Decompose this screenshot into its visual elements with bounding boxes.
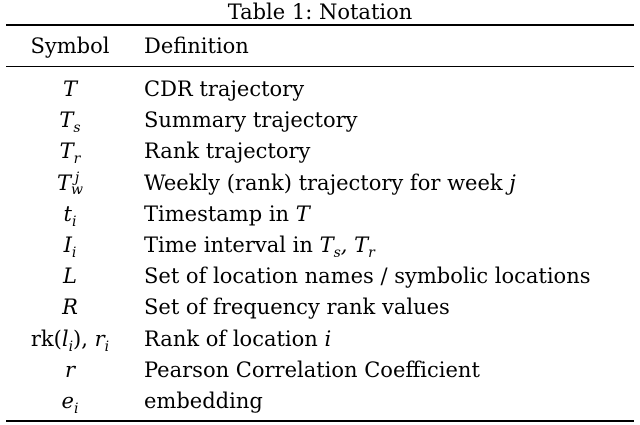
table-row: L Set of location names / symbolic locat… (0, 261, 640, 292)
symbol-cell: ti (63, 201, 77, 230)
header-rule (6, 66, 634, 67)
header-definition: Definition (144, 34, 249, 58)
symbol-cell: R (62, 295, 78, 320)
table-body: T CDR trajectory Ts Summary trajectory T… (0, 74, 640, 417)
table-row: Ts Summary trajectory (0, 105, 640, 136)
definition-cell: CDR trajectory (144, 77, 305, 101)
bottom-rule (6, 420, 634, 422)
top-rule (6, 24, 634, 26)
definition-cell: Summary trajectory (144, 108, 358, 133)
symbol-cell: r (64, 357, 76, 382)
math-ts-tr: Ts, Tr (319, 232, 375, 262)
definition-cell: Time interval in Ts, Tr (144, 232, 375, 262)
table-row: ei embedding (0, 386, 640, 417)
definition-cell: Set of location names / symbolic locatio… (144, 264, 591, 289)
symbol-cell: Ii (63, 232, 77, 262)
definition-cell: embedding (144, 388, 263, 413)
table-row: ti Timestamp in T (0, 199, 640, 230)
symbol-cell: Tr (59, 139, 81, 168)
table-caption: Table 1: Notation (227, 0, 413, 24)
definition-cell: Set of frequency rank values (144, 295, 450, 320)
table-row: R Set of frequency rank values (0, 292, 640, 323)
definition-cell: Rank trajectory (144, 139, 311, 164)
table-row: Tr Rank trajectory (0, 136, 640, 167)
table-row: Ii Time interval in Ts, Tr (0, 230, 640, 261)
definition-cell: Rank of location i (144, 326, 332, 351)
definition-cell: Weekly (rank) trajectory for week j (144, 170, 516, 195)
symbol-cell: ei (61, 388, 79, 418)
definition-cell: Pearson Correlation Coefficient (144, 357, 480, 382)
definition-cell: Timestamp in T (144, 201, 310, 226)
header-symbol: Symbol (30, 34, 110, 58)
table-row: T CDR trajectory (0, 74, 640, 105)
table-row: r Pearson Correlation Coefficient (0, 355, 640, 386)
rank-symbol: rk(li), ri (30, 326, 110, 355)
table-row: rk(li), ri Rank of location i (0, 324, 640, 355)
symbol-cell: L (63, 264, 77, 289)
symbol-cell: T (62, 77, 77, 101)
symbol-cell: rk(li), ri (14, 324, 126, 355)
symbol-cell: Ts (59, 108, 81, 137)
